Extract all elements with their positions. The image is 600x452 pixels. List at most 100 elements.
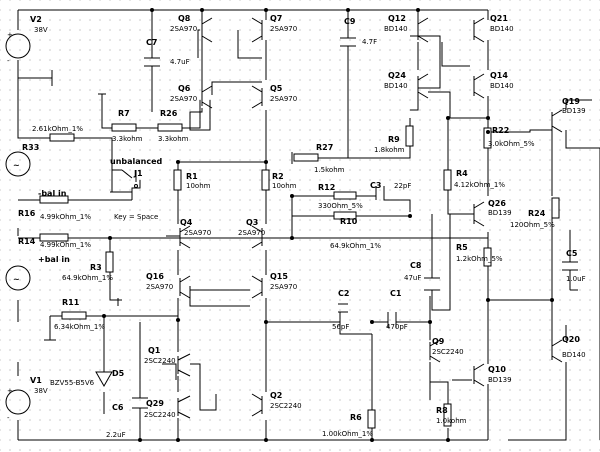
label-Q29-value: 2SC2240 (144, 411, 176, 419)
wire (190, 363, 217, 411)
capacitor-C7 (144, 57, 160, 67)
label-Q14-value: BD140 (490, 82, 514, 90)
minus-sign: - (7, 57, 10, 65)
label-Q26-id: Q26 (488, 199, 506, 208)
wire (410, 10, 419, 111)
label-R9-id: R9 (388, 135, 400, 144)
resistor-R11 (61, 311, 87, 320)
label-Q19-id: Q19 (562, 97, 580, 106)
label-R3-id: R3 (90, 263, 102, 272)
label-R10-id: R10 (340, 217, 358, 226)
signal-source-bal: ~ (5, 265, 31, 291)
label-Q3-value: 2SA970 (238, 229, 265, 237)
labels: V2 38V V1 38V Q8 2SA970 Q7 2SA970 Q6 2SA… (18, 14, 586, 439)
label-V2-value: 38V (34, 26, 48, 34)
voltage-source-V1: + - (5, 387, 31, 422)
label-R8-id: R8 (436, 406, 448, 415)
label-Q9-id: Q9 (432, 337, 445, 346)
transistor-Q29 (177, 395, 191, 419)
plus-sign: + (7, 31, 13, 39)
label-R16-value: 4.99kOhm_1% (40, 213, 91, 221)
label-J1-id: J1 (133, 169, 143, 178)
resistor-R16 (39, 195, 69, 204)
resistor-R27 (293, 153, 319, 162)
wire (410, 35, 441, 89)
label-R12-id: R12 (318, 183, 335, 192)
label-C1-id: C1 (390, 289, 402, 298)
label-C3-value: 22pF (394, 182, 411, 190)
label-Q6-id: Q6 (178, 84, 191, 93)
resistor-R7 (111, 123, 137, 132)
label-R4-id: R4 (456, 169, 468, 178)
label-R11-value: 6.34kOhm_1% (54, 323, 105, 331)
transistor-Q7 (251, 17, 263, 43)
label-R10-value: 64.9kOhm_1% (330, 242, 381, 250)
label-Q12-value: BD140 (384, 25, 408, 33)
tilde-sign: ~ (13, 161, 20, 170)
label-C6-id: C6 (112, 403, 124, 412)
label-C5-id: C5 (566, 249, 578, 258)
label-R33-id: R33 (22, 143, 39, 152)
label-Q10-value: BD139 (488, 376, 512, 384)
label-R9-value: 1.8kohm (374, 146, 405, 154)
wire (488, 129, 552, 133)
transistor-Q21 (473, 17, 485, 43)
transistor-Q16 (179, 275, 191, 299)
label-R14-value: 4.99kOhm_1% (40, 241, 91, 249)
resistor-R1 (173, 169, 182, 191)
transistor-Q3 (251, 225, 263, 249)
label-R2-value: 10ohm (272, 182, 297, 190)
wire (441, 42, 470, 67)
label-Q6-value: 2SA970 (170, 95, 197, 103)
label-R26-id: R26 (160, 109, 178, 118)
label-R5-value: 1.2kOhm_5% (456, 255, 503, 263)
resistor-R10 (333, 211, 357, 220)
label-R11-id: R11 (62, 298, 80, 307)
wire (189, 10, 211, 131)
label-Q21-value: BD140 (490, 25, 514, 33)
resistor-R24 (551, 197, 560, 219)
label-C5-value: 1.0uF (566, 275, 586, 283)
label-R4-value: 4.12kOhm_1% (454, 181, 505, 189)
transistor-Q24 (417, 73, 429, 99)
label-D5-value: BZV55-B5V6 (50, 379, 95, 387)
resistor-R22 (483, 127, 492, 149)
resistor-R6 (367, 409, 376, 429)
wire (18, 199, 132, 239)
resistor-R3 (105, 251, 114, 273)
capacitor-C8 (424, 277, 440, 291)
label-Q1-value: 2SC2240 (144, 357, 176, 365)
label-R12-value: 330Ohm_5% (318, 202, 363, 210)
resistor-R8 (443, 403, 452, 427)
label-Q26-value: BD139 (488, 209, 512, 217)
label-Q8-id: Q8 (178, 14, 191, 23)
wire (17, 60, 50, 139)
label-Q29-id: Q29 (146, 399, 164, 408)
label-C7-value: 4.7uF (170, 58, 190, 66)
resistor-R5 (483, 247, 492, 267)
label-C9-id: C9 (344, 17, 356, 26)
label-Q5-id: Q5 (270, 84, 283, 93)
capacitor-C5 (562, 261, 578, 271)
label-R16-id: R16 (18, 209, 36, 218)
wire (17, 60, 52, 79)
transistor-Q26 (473, 201, 485, 227)
transistor-Q12 (417, 17, 429, 43)
wire (429, 362, 449, 404)
label-bal-minus: -bal in (38, 189, 67, 198)
resistor-R26 (157, 123, 183, 132)
label-Q4-id: Q4 (180, 218, 193, 227)
wire (428, 91, 488, 119)
minus-sign: - (7, 414, 10, 422)
transistor-Q8 (201, 17, 213, 43)
label-R24-id: R24 (528, 209, 546, 218)
label-unbalanced: unbalanced (110, 157, 163, 166)
label-C2-id: C2 (338, 289, 349, 298)
resistors (39, 123, 560, 429)
switch-J1[interactable] (121, 169, 138, 188)
label-Q4-value: 2SA970 (184, 229, 211, 237)
label-R33-value: 2.61kOhm_1% (32, 125, 83, 133)
wire (74, 137, 113, 192)
wire (101, 94, 201, 129)
